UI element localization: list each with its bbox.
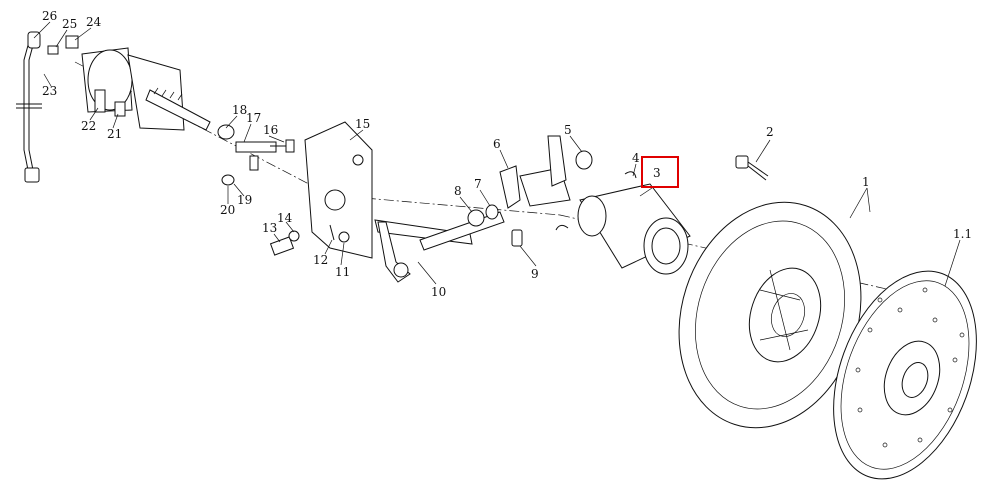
callout-3: 3 [653,166,661,180]
callout-1-1: 1.1 [953,227,972,241]
hose-assembly [16,31,79,183]
callout-18: 18 [232,103,247,117]
callout-14: 14 [277,211,293,225]
callout-15: 15 [355,117,370,131]
callout-25: 25 [62,17,77,31]
callout-17: 17 [246,111,261,125]
bracket [304,121,373,259]
callout-1: 1 [862,175,870,189]
fasteners-lower [269,224,350,256]
clutch-booster [81,47,211,131]
callout-22: 22 [81,119,96,133]
callout-6: 6 [493,137,501,151]
leader-lines [33,21,961,287]
callout-12: 12 [313,253,328,267]
release-bearing-sleeve [555,171,691,275]
callout-7: 7 [474,177,482,191]
callout-13: 13 [262,221,277,235]
callout-10: 10 [431,285,446,299]
bolt [735,155,769,181]
highlight-box-part-3 [641,156,679,188]
callout-5: 5 [564,123,572,137]
clutch-cover [678,201,862,429]
callout-16: 16 [263,123,278,137]
callout-8: 8 [454,184,462,198]
callout-20: 20 [220,203,235,217]
callout-9: 9 [531,267,539,281]
fork-assembly [467,135,593,247]
callout-26: 26 [42,9,57,23]
callout-23: 23 [42,84,57,98]
callout-11: 11 [335,265,350,279]
driven-disc [833,270,977,480]
callout-19: 19 [237,193,252,207]
callout-21: 21 [107,127,122,141]
callout-2: 2 [766,125,774,139]
small-parts-left [217,124,295,186]
callout-labels: 26 25 24 23 22 21 18 17 16 15 20 19 14 1… [42,9,972,299]
callout-24: 24 [86,15,102,29]
callout-4: 4 [632,151,640,165]
release-shaft [374,211,505,283]
